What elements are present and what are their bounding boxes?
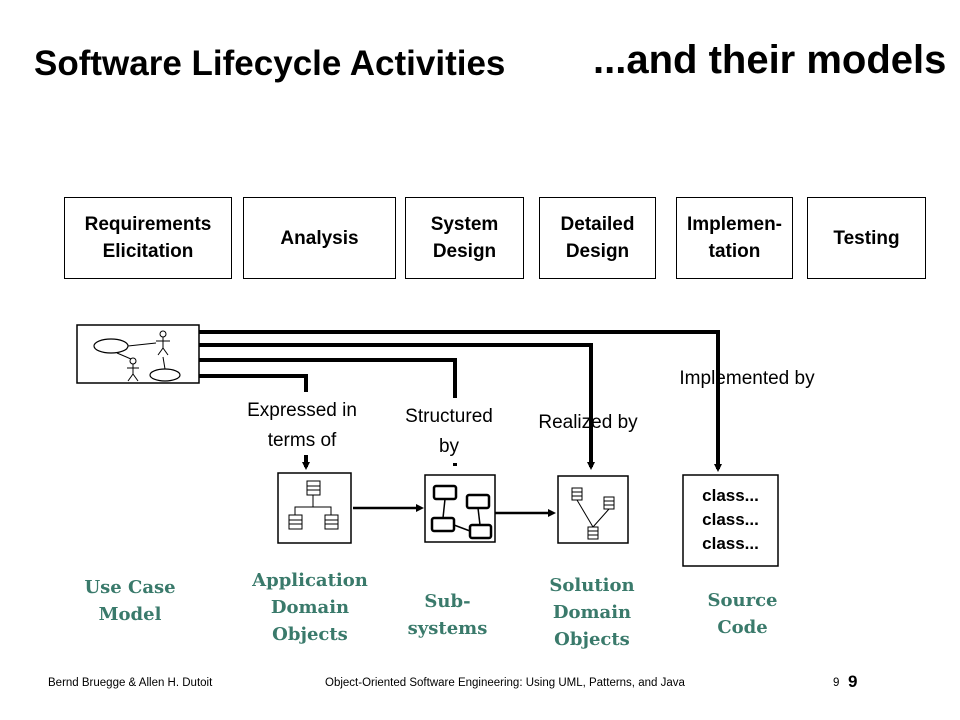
label-realized-by: Realized by <box>538 412 638 433</box>
footer-page-number-small: 9 <box>833 677 840 689</box>
phase-system-design: System Design <box>405 197 524 279</box>
subsystems-icon <box>424 474 496 543</box>
label-expressed-in-terms-of: Expressed in terms of <box>247 400 357 451</box>
label-structured-by: Structured by <box>405 406 493 457</box>
model-label-solution-domain: Solution Domain Objects <box>549 575 635 650</box>
source-code-content: class... class... class... <box>683 484 778 556</box>
phase-testing: Testing <box>807 197 926 279</box>
footer-authors: Bernd Bruegge & Allen H. Dutoit <box>48 677 213 689</box>
phase-requirements-elicitation: Requirements Elicitation <box>64 197 232 279</box>
use-case-model-icon <box>76 324 200 384</box>
title-main: Software Lifecycle Activities <box>34 44 506 83</box>
application-domain-objects-icon <box>277 472 352 544</box>
code-line: class... <box>702 510 759 529</box>
connector-structured <box>199 358 457 398</box>
phase-detailed-design: Detailed Design <box>539 197 656 279</box>
label-implemented-by: Implemented by <box>679 368 815 389</box>
footer-page-number: 9 <box>848 672 858 691</box>
connector-implemented <box>199 330 722 472</box>
connector-expressed <box>199 374 308 392</box>
connector-lines <box>199 330 722 472</box>
phase-analysis: Analysis <box>243 197 396 279</box>
solution-domain-objects-icon <box>557 475 629 544</box>
model-label-use-case: Use Case Model <box>84 577 176 625</box>
model-label-subsystems: Sub- systems <box>407 591 488 639</box>
phase-implementation: Implemen- tation <box>676 197 793 279</box>
footer-book-title: Object-Oriented Software Engineering: Us… <box>325 677 685 689</box>
code-line: class... <box>702 486 759 505</box>
code-line: class... <box>702 534 759 553</box>
model-label-source-code: Source Code <box>707 590 778 638</box>
model-label-application-domain: Application Domain Objects <box>252 570 368 645</box>
source-code-box <box>682 474 779 567</box>
connector-realized <box>199 343 595 470</box>
title-secondary: ...and their models <box>593 38 947 82</box>
